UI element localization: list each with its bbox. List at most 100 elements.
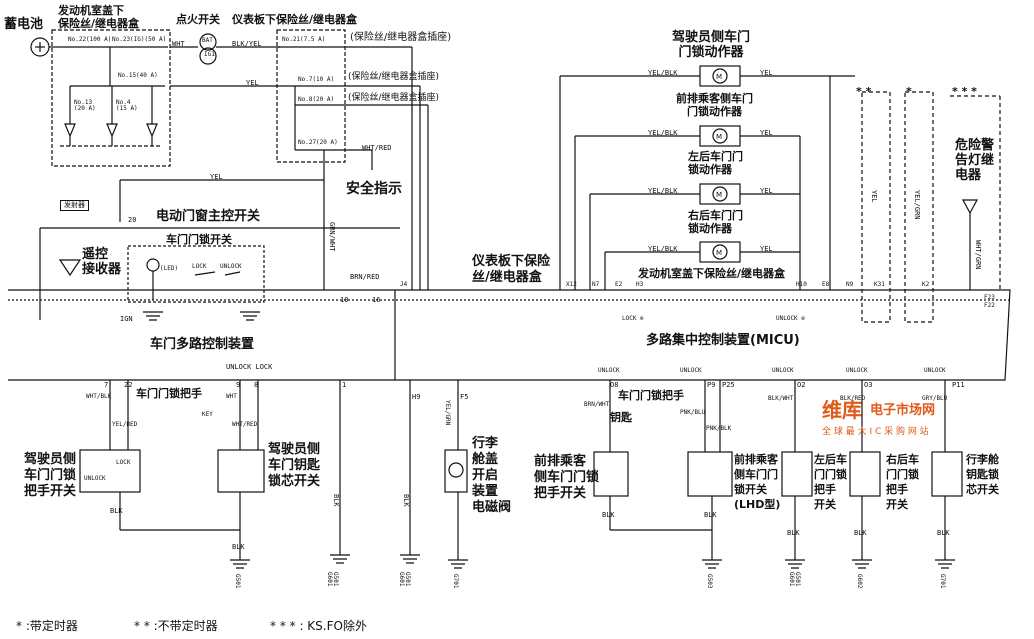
star-double: * * bbox=[856, 85, 872, 98]
unlock-lock-label: UNLOCK LOCK bbox=[226, 363, 273, 371]
door-lock-switch-label: 车门门锁开关 bbox=[166, 233, 232, 246]
ground-g503: G503 bbox=[706, 574, 713, 589]
right-rear-switch-label: 右后车 门门锁 把手 开关 bbox=[886, 453, 919, 511]
front-handle-switch-label: 前排乘客 侧车门门锁 把手开关 bbox=[534, 454, 600, 501]
left-rear-switch-label: 左后车 门门锁 把手 开关 bbox=[814, 453, 847, 511]
wire-yel-grn-col: YEL/GRN bbox=[913, 190, 921, 220]
power-window-switch-label: 电动门窗主控开关 bbox=[156, 209, 261, 224]
wire-yel-grn-trunk: YEL/GRN bbox=[444, 400, 451, 426]
ignition-switch-label: 点火开关 bbox=[176, 13, 220, 26]
battery-label: 蓄电池 bbox=[4, 17, 44, 32]
unlock-o2: UNLOCK bbox=[772, 367, 794, 374]
wire-yel-blk-4: YEL/BLK bbox=[648, 245, 678, 253]
star-single: * bbox=[906, 85, 912, 98]
wire-gry-blu: GRY/BLU bbox=[922, 395, 948, 402]
switch-unlock-label: UNLOCK bbox=[220, 263, 242, 270]
wire-wht-blk: WHT/BLK bbox=[86, 393, 112, 400]
multiplex-door-label: 车门多路控制装置 bbox=[150, 337, 255, 352]
pin-f22: F22 bbox=[984, 302, 995, 309]
pin-22: 22 bbox=[124, 381, 133, 389]
pin-f23: F23 bbox=[984, 294, 995, 301]
ground-g602: G602 bbox=[856, 574, 863, 589]
driver-actuator-label: 驾驶员侧车门 门锁动作器 bbox=[672, 30, 751, 60]
pin-1: 1 bbox=[342, 381, 347, 389]
watermark-brand: 维库 bbox=[822, 398, 862, 422]
wire-yel-1: YEL bbox=[246, 79, 259, 87]
legend-3: * * * : KS.FO除外 bbox=[270, 619, 367, 633]
pin-k2: K2 bbox=[922, 281, 930, 288]
wire-yel-a4: YEL bbox=[760, 245, 773, 253]
fuse-no4: No.4 (15 A) bbox=[116, 99, 138, 112]
wire-yel-a3: YEL bbox=[760, 187, 773, 195]
svg-text:M: M bbox=[716, 73, 722, 81]
fuse-no27: No.27(20 A) bbox=[298, 139, 338, 146]
fuse-no7: No.7(10 A) bbox=[298, 76, 335, 83]
ground-g701: G701 bbox=[452, 574, 459, 589]
wire-pnk-blu: PNK/BLU bbox=[680, 409, 706, 416]
micu-title: 多路集中控制装置(MICU) bbox=[646, 333, 800, 348]
unlock-plus-label: UNLOCK ⊕ bbox=[776, 315, 805, 322]
pin-p25: P25 bbox=[722, 381, 735, 389]
transmitter-label: 发射器 bbox=[60, 200, 89, 211]
pin-h9: H9 bbox=[412, 393, 421, 401]
wire-yel-blk-1: YEL/BLK bbox=[648, 69, 678, 77]
pin-16: 16 bbox=[372, 296, 381, 304]
ground-g501: G501 bbox=[234, 574, 241, 589]
wire-yel-blk-2: YEL/BLK bbox=[648, 129, 678, 137]
wire-blk-trunk: BLK bbox=[402, 494, 410, 507]
svg-text:M: M bbox=[716, 133, 722, 141]
unlock-o8: UNLOCK bbox=[598, 367, 620, 374]
legend-1: * :带定时器 bbox=[16, 619, 78, 633]
star-triple: * * * bbox=[952, 85, 977, 98]
wire-yel-col: YEL bbox=[870, 190, 878, 203]
wire-blk-c: BLK bbox=[704, 511, 717, 519]
fuse-no21: No.21(7.5 A) bbox=[282, 36, 326, 43]
pin-9: 9 bbox=[236, 381, 241, 389]
wire-blk-d: BLK bbox=[787, 529, 800, 537]
fuse-socket-2: (保险丝/继电器盒插座) bbox=[348, 72, 440, 82]
pin-p11: P11 bbox=[952, 381, 965, 389]
pin-n9: N9 bbox=[846, 281, 854, 288]
wire-blk-e: BLK bbox=[854, 529, 867, 537]
pin-8: 8 bbox=[254, 381, 259, 389]
right-rear-actuator-label: 右后车门门 锁动作器 bbox=[688, 209, 743, 235]
fuse-no13: No.13 (20 A) bbox=[74, 99, 96, 112]
key-2-label: 钥匙 bbox=[610, 411, 632, 424]
ig1-label: IG1 bbox=[204, 51, 215, 58]
ground-g501-g601: G501 G601 bbox=[326, 572, 339, 587]
wire-pnk-blk: PNK/BLK bbox=[706, 425, 732, 432]
wire-wht: WHT bbox=[226, 393, 237, 400]
wire-blk-red: BLK/RED bbox=[840, 395, 866, 402]
pin-n7: N7 bbox=[592, 281, 600, 288]
door-handle-2-label: 车门门锁把手 bbox=[618, 389, 684, 402]
fuse-socket-3: (保险丝/继电器盒插座) bbox=[348, 93, 440, 103]
wire-wht-red: WHT/RED bbox=[362, 144, 392, 152]
actuator-motors bbox=[699, 65, 741, 263]
switch-lock-label: LOCK bbox=[192, 263, 207, 270]
wire-wht-red-2: WHT/RED bbox=[232, 421, 258, 428]
handle-unlock-label: UNLOCK bbox=[84, 475, 106, 482]
pin-7: 7 bbox=[104, 381, 109, 389]
engine-fuse-micu-label: 发动机室盖下保险丝/继电器盒 bbox=[638, 267, 786, 280]
watermark-slogan: 全 球 最 大 I C 采 购 网 站 bbox=[822, 427, 929, 437]
hazard-relay-label: 危险警 告灯继 电器 bbox=[955, 138, 995, 183]
wire-blk-2: BLK bbox=[232, 543, 245, 551]
wire-brn-red: BRN/RED bbox=[350, 273, 380, 281]
wire-wht-grn-col: WHT/GRN bbox=[974, 240, 982, 270]
pin-j4: J4 bbox=[400, 281, 408, 288]
wire-blk-1: BLK bbox=[110, 507, 123, 515]
pin-f5: F5 bbox=[460, 393, 469, 401]
handle-lock-label: LOCK bbox=[116, 459, 131, 466]
wire-blk-f: BLK bbox=[937, 529, 950, 537]
pin-p9: P9 bbox=[707, 381, 716, 389]
watermark-site: 电子市场网 bbox=[870, 403, 936, 418]
lock-plus-label: LOCK ⊕ bbox=[622, 315, 644, 322]
ground-g501-g601-c: G501 G601 bbox=[788, 572, 801, 587]
trunk-solenoid-label: 行李 舱盖 开启 装置 电磁阀 bbox=[472, 436, 512, 515]
pin-e2: E2 bbox=[615, 281, 623, 288]
driver-handle-switch-label: 驾驶员侧 车门门锁 把手开关 bbox=[24, 452, 77, 499]
pin-o8: O8 bbox=[610, 381, 619, 389]
wire-wht: WHT bbox=[172, 40, 185, 48]
